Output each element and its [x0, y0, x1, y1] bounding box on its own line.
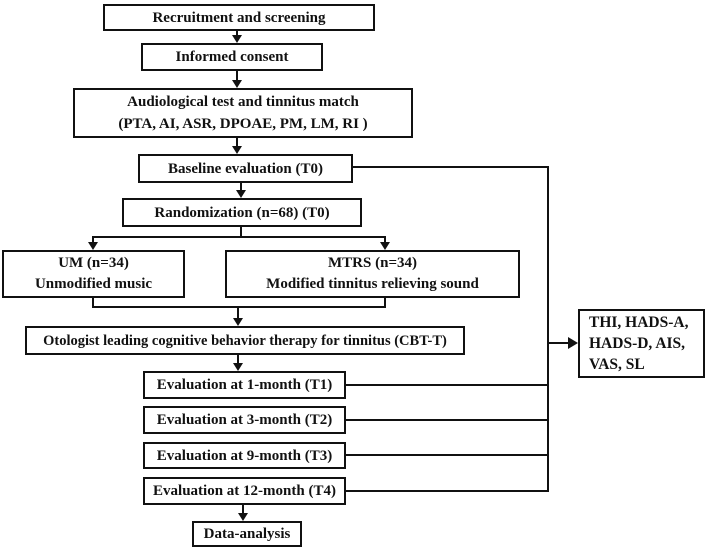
- node-label: Informed consent: [175, 49, 289, 65]
- node-label: Evaluation at 9-month (T3): [156, 447, 333, 464]
- arrowhead-down-icon: [232, 35, 242, 43]
- arrowhead-down-icon: [233, 318, 243, 326]
- node-label: Evaluation at 1-month (T1): [156, 377, 333, 393]
- connector-baseline-randomization-line: [240, 183, 242, 191]
- node-evaluation-3-month-t2: Evaluation at 3-month (T2): [143, 406, 346, 434]
- arrowhead-down-icon: [238, 513, 248, 521]
- collector-vertical-line: [547, 166, 549, 492]
- connector-t4-data-line: [242, 505, 244, 514]
- collector-t4-line: [346, 490, 549, 492]
- arrowhead-down-icon: [380, 242, 390, 250]
- arrowhead-down-icon: [88, 242, 98, 250]
- arrowhead-down-icon: [233, 363, 243, 371]
- collector-baseline-line: [353, 166, 549, 168]
- node-label-line3: VAS, SL: [589, 356, 645, 373]
- branch-stem-line: [240, 227, 242, 238]
- node-label: Baseline evaluation (T0): [167, 160, 323, 177]
- arrowhead-down-icon: [232, 80, 242, 88]
- node-um-unmodified-music: UM (n=34) Unmodified music: [2, 250, 185, 298]
- node-cbt-t-therapy: Otologist leading cognitive behavior the…: [25, 326, 465, 355]
- arrowhead-down-icon: [232, 146, 242, 154]
- node-label-line1: THI, HADS-A,: [589, 314, 689, 331]
- merge-right-line: [384, 298, 386, 308]
- node-outcome-measures: THI, HADS-A, HADS-D, AIS, VAS, SL: [578, 309, 705, 378]
- node-label: Recruitment and screening: [152, 9, 326, 26]
- merge-stem-line: [237, 306, 239, 318]
- node-label-line1: UM (n=34): [58, 255, 129, 271]
- node-mtrs-modified-tinnitus-relieving-sound: MTRS (n=34) Modified tinnitus relieving …: [225, 250, 520, 298]
- node-data-analysis: Data-analysis: [192, 521, 302, 547]
- node-label: Data-analysis: [203, 526, 291, 542]
- node-baseline-evaluation-t0: Baseline evaluation (T0): [138, 154, 353, 183]
- node-label: Evaluation at 3-month (T2): [156, 412, 333, 428]
- arrowhead-down-icon: [236, 190, 246, 198]
- node-label-line2: Unmodified music: [34, 276, 153, 292]
- connector-audiological-baseline-line: [236, 138, 238, 147]
- node-audiological-test: Audiological test and tinnitus match (PT…: [73, 88, 413, 138]
- branch-horizontal-line: [92, 236, 386, 238]
- node-label-line2: (PTA, AI, ASR, DPOAE, PM, LM, RI ): [118, 116, 368, 132]
- node-recruitment-and-screening: Recruitment and screening: [103, 4, 375, 31]
- connector-informed-audiological-line: [236, 71, 238, 81]
- connector-cbt-t1-line: [237, 355, 239, 364]
- arrowhead-right-icon: [568, 337, 578, 349]
- node-evaluation-9-month-t3: Evaluation at 9-month (T3): [143, 442, 346, 469]
- node-label-line2: HADS-D, AIS,: [589, 335, 686, 352]
- merge-horizontal-line: [92, 306, 386, 308]
- collector-outcomes-line: [547, 342, 569, 344]
- collector-t2-line: [346, 419, 549, 421]
- node-label: Randomization (n=68) (T0): [154, 204, 330, 221]
- node-label: Otologist leading cognitive behavior the…: [43, 332, 447, 349]
- connector-recruitment-informed-line: [236, 30, 238, 36]
- collector-t1-line: [346, 384, 549, 386]
- node-informed-consent: Informed consent: [141, 43, 323, 71]
- branch-left-drop-line: [92, 236, 94, 243]
- branch-right-drop-line: [384, 236, 386, 243]
- merge-left-line: [92, 298, 94, 308]
- node-evaluation-1-month-t1: Evaluation at 1-month (T1): [143, 371, 346, 399]
- collector-t3-line: [346, 454, 549, 456]
- node-label-line1: MTRS (n=34): [328, 255, 417, 271]
- node-randomization: Randomization (n=68) (T0): [122, 198, 362, 227]
- node-label-line2: Modified tinnitus relieving sound: [266, 276, 479, 292]
- node-label-line1: Audiological test and tinnitus match: [127, 94, 359, 110]
- node-label: Evaluation at 12-month (T4): [153, 483, 336, 499]
- node-evaluation-12-month-t4: Evaluation at 12-month (T4): [143, 477, 346, 505]
